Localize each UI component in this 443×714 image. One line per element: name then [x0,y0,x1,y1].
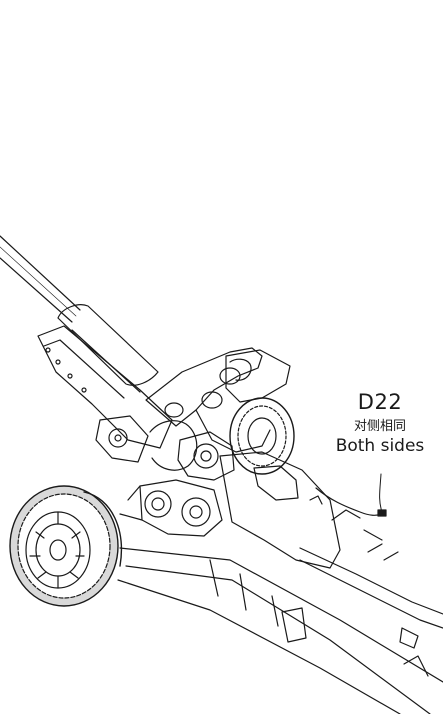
both-sides-note-chinese: 对侧相同 [353,419,406,434]
upper-carriage [145,347,291,471]
rear-wheel [229,397,295,475]
callout-leader-line [377,473,387,517]
cradle-housing [37,325,173,463]
part-number-label: D22 [357,390,403,414]
carriage-trails [117,451,443,714]
hydraulic-line [309,487,383,516]
breech-mechanism [119,431,235,537]
gun-barrel [0,235,159,393]
part-callout: D22 对侧相同 Both sides [318,390,442,457]
front-wheel [9,485,123,607]
both-sides-note-english: Both sides [335,436,425,456]
